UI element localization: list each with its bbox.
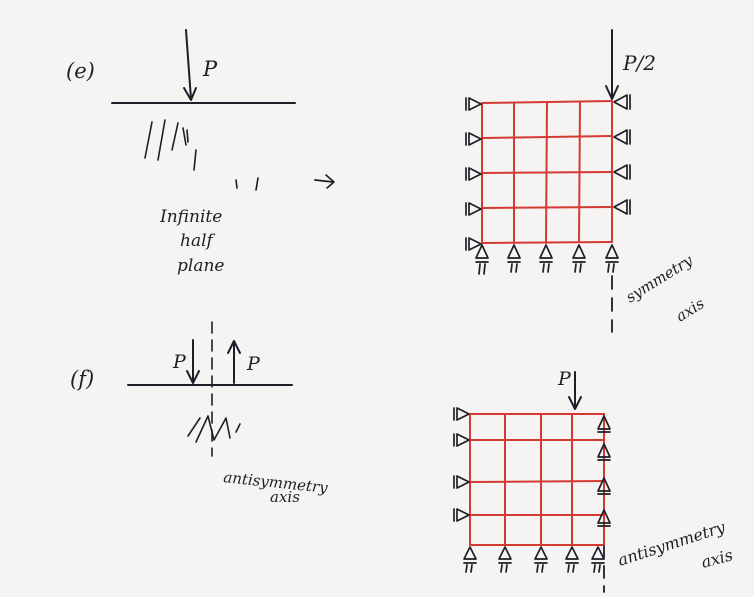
case-e-region-label-1: Infinite <box>159 207 222 227</box>
case-f-down-load-arrowhead <box>186 370 200 384</box>
case-e-bottom-roller-supports <box>475 244 619 275</box>
case-e-quarter-model: P/2 symmetry axis <box>465 29 708 333</box>
case-e-load-arrowhead <box>183 87 197 101</box>
case-f-up-load-arrowhead <box>227 340 241 354</box>
case-f-axis-label-right-2: axis <box>699 545 735 572</box>
case-f-left-roller-supports <box>453 407 470 522</box>
case-f-half-model: P antisymmetry axis <box>453 368 735 593</box>
case-f-mesh <box>469 413 605 546</box>
case-f-half-plane-sketch: (f) P P antisymmetry axis <box>70 321 329 506</box>
case-f-hatch-strokes <box>187 415 241 443</box>
case-e-half-load-arrowhead <box>605 85 619 100</box>
case-e-axis-label-1: symmetry <box>623 251 697 306</box>
case-e-label: (e) <box>66 59 95 83</box>
case-e-left-roller-supports <box>465 97 482 251</box>
case-e-region-label-2: half <box>180 231 216 251</box>
case-e-region-label-3: plane <box>177 256 224 276</box>
case-e-half-plane-sketch: (e) P Infinite half plane <box>66 29 296 276</box>
case-e-transition-arrow <box>314 174 335 189</box>
case-f-load-label: P <box>557 368 572 390</box>
case-f-load-arrowhead <box>568 396 582 410</box>
case-e-load-label: P <box>202 57 218 81</box>
case-e-mesh <box>481 100 613 244</box>
case-f-up-load-label: P <box>246 353 261 375</box>
case-e-hatch-strokes <box>144 119 259 191</box>
case-f-down-load-label: P <box>172 351 187 373</box>
case-f-axis-label-left-2: axis <box>270 488 300 506</box>
case-f-label: (f) <box>70 367 94 391</box>
case-e-axis-label-2: axis <box>673 294 708 325</box>
case-f-bottom-roller-supports <box>463 546 605 573</box>
case-f-right-vertical-roller-supports <box>597 415 611 527</box>
case-e-right-roller-supports <box>613 94 631 215</box>
case-e-half-load-label: P/2 <box>622 51 656 75</box>
case-e-load-arrow <box>185 29 192 100</box>
